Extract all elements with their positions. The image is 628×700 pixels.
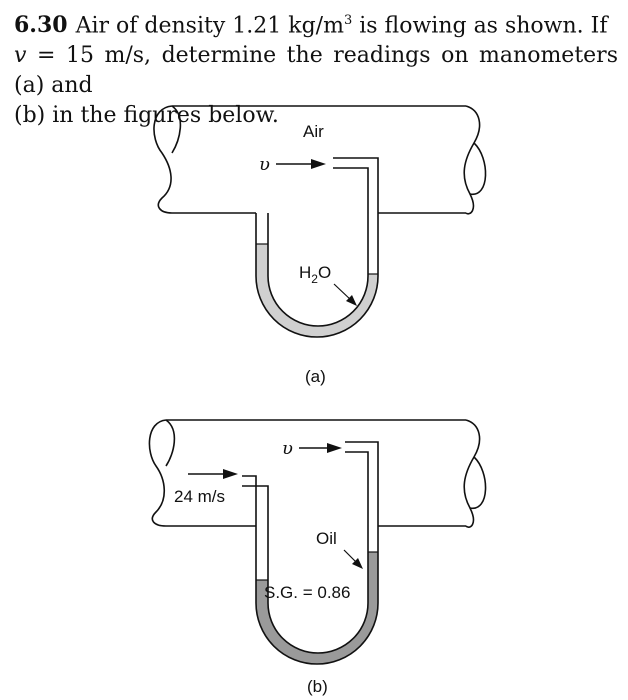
problem-line-2: v = 15 m/s, determine the readings on ma… <box>14 41 618 101</box>
problem-text-1b: is flowing as shown. If <box>352 13 608 39</box>
caption-a: (a) <box>305 367 326 386</box>
figure-a: υ Air H2O (a) <box>153 105 487 386</box>
pipe-a-left-break-inner <box>171 105 182 154</box>
water-label: H2O <box>299 263 331 286</box>
air-label: Air <box>303 122 324 141</box>
pipe-b-right-break-inner <box>469 456 487 509</box>
speed-label: 24 m/s <box>174 487 225 506</box>
water-label-sub: 2 <box>311 272 318 286</box>
pipe-a-right-break <box>463 105 481 215</box>
water-leader-arrowhead <box>346 295 357 306</box>
manometer-a-inner-tube <box>267 167 369 327</box>
oil-label: Oil <box>316 529 337 548</box>
problem-line-3: (b) in the figures below. <box>14 101 618 131</box>
manometer-b-outer-tube <box>242 441 379 665</box>
oil-leader-arrowhead <box>352 558 363 569</box>
velocity-label-b: υ <box>282 438 293 459</box>
pipe-b-left-break-inner <box>165 419 176 467</box>
pipe-b-right-break <box>463 419 481 528</box>
velocity-label-a: υ <box>259 154 270 175</box>
velocity-arrowhead-a <box>311 159 326 169</box>
water-label-main: H <box>299 263 311 282</box>
manometer-b-inner-tube <box>242 451 369 654</box>
problem-text-1a: Air of density 1.21 kg/m <box>75 13 344 39</box>
caption-b: (b) <box>307 677 328 696</box>
velocity-arrowhead-b <box>327 443 342 453</box>
water-label-end: O <box>318 263 331 282</box>
manometer-a-fluid <box>256 244 378 337</box>
problem-number: 6.30 <box>14 12 68 39</box>
speed-arrowhead-b <box>223 469 238 479</box>
pipe-b-left-break <box>148 419 167 527</box>
specific-gravity-label: S.G. = 0.86 <box>264 583 350 602</box>
pipe-a-right-break-inner <box>469 142 487 195</box>
problem-text-3: (b) in the figures below. <box>14 103 279 129</box>
problem-statement: 6.30 Air of density 1.21 kg/m3 is flowing… <box>14 6 618 131</box>
problem-text-2: = 15 m/s, determine the readings on mano… <box>14 43 618 99</box>
figure-b: υ 24 m/s Oil S.G. = 0.86 (b) <box>148 419 487 696</box>
density-exponent: 3 <box>343 13 353 28</box>
manometer-a-outer-tube <box>255 157 379 338</box>
pipe-a-left-break <box>153 105 173 214</box>
problem-line-1: 6.30 Air of density 1.21 kg/m3 is flowing… <box>14 6 618 41</box>
velocity-symbol: v <box>14 43 27 69</box>
